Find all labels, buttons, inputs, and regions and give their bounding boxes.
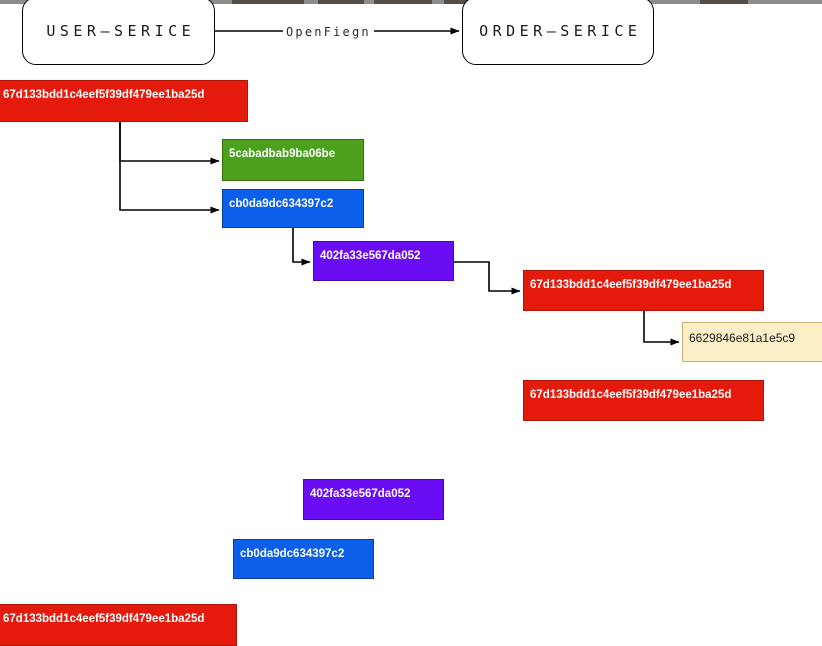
span-label: 402fa33e567da052	[320, 250, 421, 262]
span-label: 402fa33e567da052	[310, 488, 411, 500]
span-box-red-lower[interactable]: 67d133bdd1c4eef5f39df479ee1ba25d	[523, 380, 764, 421]
span-label: 5cabadbab9ba06be	[229, 148, 336, 160]
service-node-label: ORDER—SERICE	[479, 22, 642, 40]
span-box-purple-1[interactable]: 402fa33e567da052	[313, 241, 454, 281]
connector-purple-to-red	[454, 261, 521, 295]
span-label: 6629846e81a1e5c9	[689, 331, 796, 345]
span-box-purple-2[interactable]: 402fa33e567da052	[303, 479, 444, 520]
span-label: 67d133bdd1c4eef5f39df479ee1ba25d	[530, 279, 732, 291]
service-node-user-serice[interactable]: USER—SERICE	[22, 0, 215, 65]
service-node-order-serice[interactable]: ORDER—SERICE	[462, 0, 654, 65]
chrome-text-artifact	[374, 0, 432, 4]
span-box-green[interactable]: 5cabadbab9ba06be	[222, 139, 364, 181]
connector-root-to-green	[119, 122, 220, 165]
span-label: cb0da9dc634397c2	[229, 198, 334, 210]
span-box-root-top[interactable]: 67d133bdd1c4eef5f39df479ee1ba25d	[0, 80, 248, 122]
span-box-blue-2[interactable]: cb0da9dc634397c2	[233, 539, 374, 579]
connector-root-to-blue	[119, 122, 220, 214]
edge-label-openfiegn: OpenFiegn	[283, 25, 374, 39]
span-label: cb0da9dc634397c2	[240, 548, 345, 560]
span-box-blue-1[interactable]: cb0da9dc634397c2	[222, 189, 364, 228]
chrome-text-artifact	[318, 0, 364, 4]
span-label: 67d133bdd1c4eef5f39df479ee1ba25d	[3, 89, 205, 101]
connector-blue-to-purple	[292, 228, 311, 266]
span-box-red-mid[interactable]: 67d133bdd1c4eef5f39df479ee1ba25d	[523, 270, 764, 311]
span-box-root-bottom[interactable]: 67d133bdd1c4eef5f39df479ee1ba25d	[0, 604, 237, 646]
chrome-text-artifact	[232, 0, 304, 4]
connector-red-to-cream	[643, 311, 680, 346]
chrome-text-artifact	[700, 0, 748, 4]
span-box-cream[interactable]: 6629846e81a1e5c9	[682, 322, 822, 362]
service-node-label: USER—SERICE	[46, 22, 196, 40]
span-label: 67d133bdd1c4eef5f39df479ee1ba25d	[530, 389, 732, 401]
span-label: 67d133bdd1c4eef5f39df479ee1ba25d	[3, 613, 205, 625]
